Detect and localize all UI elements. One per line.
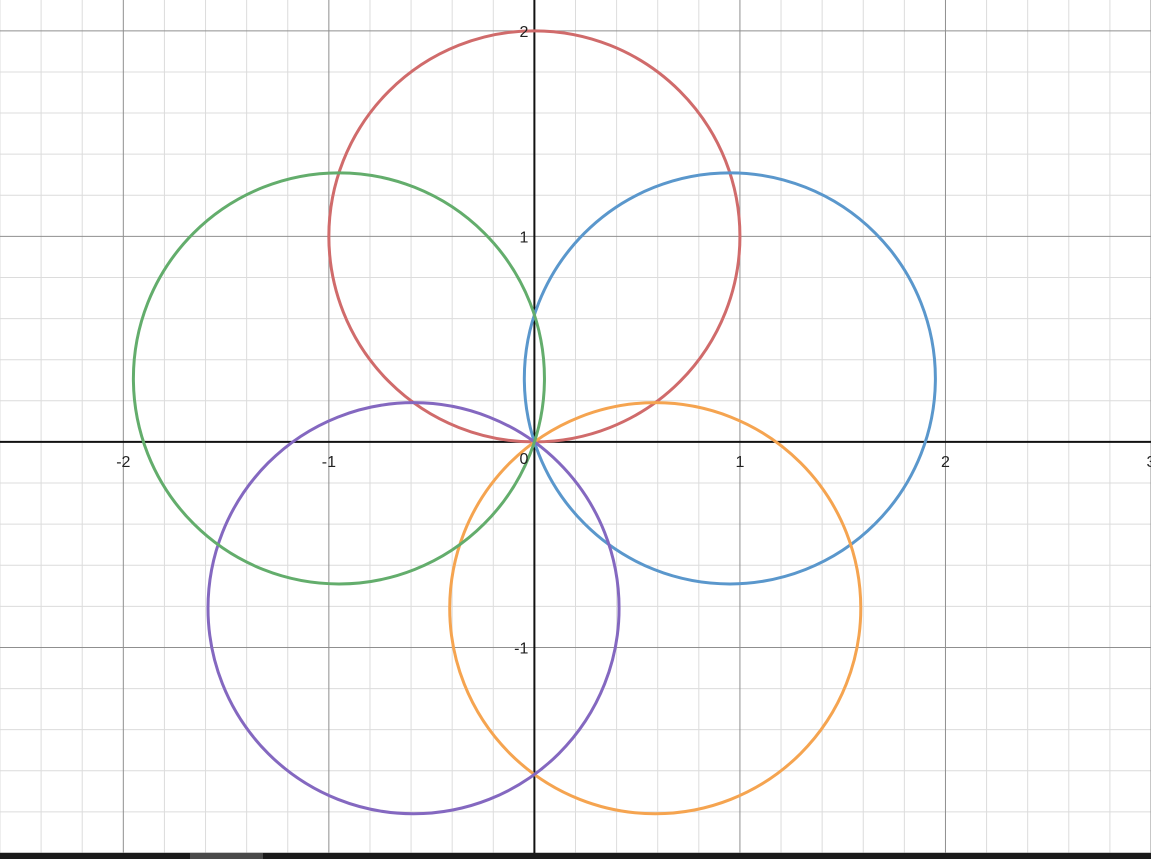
scrollbar-thumb[interactable] <box>190 853 263 859</box>
circle-curve-2[interactable] <box>522 171 937 586</box>
origin-label: 0 <box>519 451 528 468</box>
circle-curve-3[interactable] <box>448 401 863 816</box>
x-tick-label: -1 <box>322 454 336 471</box>
circle-curve-4[interactable] <box>206 401 621 816</box>
circle-curves <box>131 29 937 816</box>
y-tick-label: -1 <box>514 640 528 657</box>
x-tick-label: 1 <box>735 454 744 471</box>
x-tick-label: 2 <box>941 454 950 471</box>
x-tick-label: 3 <box>1147 454 1151 471</box>
x-tick-label: -2 <box>116 454 130 471</box>
tick-labels: -2 -1 1 2 3 2 1 -1 0 <box>116 24 1151 658</box>
y-tick-label: 1 <box>519 229 528 246</box>
horizontal-scrollbar[interactable] <box>0 853 1151 859</box>
circle-curve-5[interactable] <box>131 171 546 586</box>
y-tick-label: 2 <box>519 24 528 41</box>
